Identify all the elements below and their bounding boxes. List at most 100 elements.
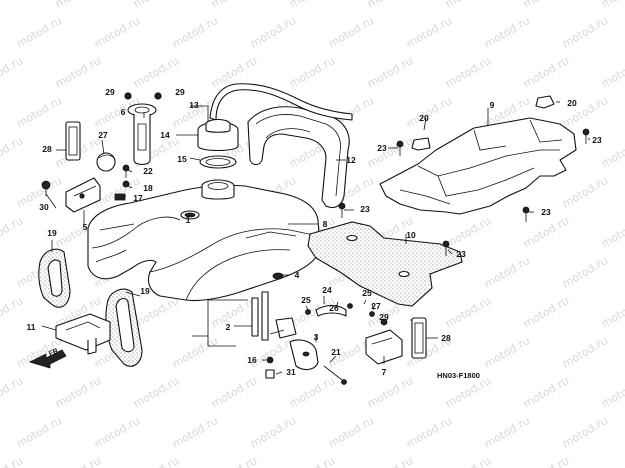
callout-10: 10 xyxy=(406,230,416,240)
watermark-text: motod.ru xyxy=(521,54,571,90)
callout-4: 4 xyxy=(295,270,300,280)
callout-20-top: 20 xyxy=(567,98,577,108)
watermark-text: motod.ru xyxy=(248,14,298,50)
callout-14: 14 xyxy=(160,130,170,140)
insulator-sheet-10 xyxy=(307,221,463,307)
bolts-cluster xyxy=(114,164,130,201)
watermark-text: motod.ru xyxy=(404,414,454,450)
watermark-text: motod.ru xyxy=(521,0,571,11)
bolt-23-b xyxy=(582,128,590,144)
watermark-text: motod.ru xyxy=(521,374,571,410)
watermark-text: motod.ru xyxy=(131,54,181,90)
diagram-code: HN03-F1800 xyxy=(437,371,480,380)
bolt-31 xyxy=(265,356,275,379)
watermark-text: motod.ru xyxy=(287,454,337,468)
watermark-text: motod.ru xyxy=(131,0,181,11)
fuel-hose-24 xyxy=(305,303,353,317)
watermark-text: motod.ru xyxy=(326,14,376,50)
cushion-28-left xyxy=(65,121,81,161)
callout-29-a: 29 xyxy=(105,87,115,97)
watermark-text: motod.ru xyxy=(0,294,25,330)
callout-25-right: 25 xyxy=(362,288,372,298)
watermark-text: motod.ru xyxy=(560,334,610,370)
callout-30: 30 xyxy=(39,202,49,212)
cap-nut-20-mid xyxy=(411,137,431,151)
front-direction-arrow xyxy=(28,349,67,369)
callout-11: 11 xyxy=(27,322,36,332)
callout-25-left: 25 xyxy=(301,295,311,305)
watermark-text: motod.ru xyxy=(560,254,610,290)
watermark-text: motod.ru xyxy=(14,14,64,50)
watermark-text: motod.ru xyxy=(482,414,532,450)
watermark-text: motod.ru xyxy=(599,0,625,11)
watermark-text: motod.ru xyxy=(404,94,454,130)
watermark-text: motod.ru xyxy=(560,414,610,450)
fuel-gauge-unit xyxy=(124,92,162,166)
watermark-text: motod.ru xyxy=(53,54,103,90)
watermark-text: motod.ru xyxy=(365,374,415,410)
watermark-text: motod.ru xyxy=(248,334,298,370)
watermark-text: motod.ru xyxy=(443,454,493,468)
heat-guard-19-right xyxy=(105,288,143,367)
watermark-text: motod.ru xyxy=(404,14,454,50)
watermark-text: motod.ru xyxy=(131,454,181,468)
watermark-text: motod.ru xyxy=(0,0,25,11)
callout-labels: 1 2 3 4 5 6 7 8 9 10 11 12 13 14 15 16 1… xyxy=(27,87,602,377)
watermark-text: motod.ru xyxy=(443,54,493,90)
callout-3: 3 xyxy=(314,332,319,342)
watermark-text: motod.ru xyxy=(0,134,25,170)
watermark-text: motod.ru xyxy=(365,0,415,11)
watermark-text: motod.ru xyxy=(521,454,571,468)
watermark-text: motod.ru xyxy=(599,374,625,410)
callout-28-left: 28 xyxy=(42,144,52,154)
watermark-text: motod.ru xyxy=(53,0,103,11)
callout-23-b: 23 xyxy=(592,135,602,145)
callout-15: 15 xyxy=(177,154,187,164)
watermark-text: motod.ru xyxy=(287,374,337,410)
callout-6: 6 xyxy=(121,107,126,117)
watermark-text: motod.ru xyxy=(53,374,103,410)
watermark-text: motod.ru xyxy=(170,14,220,50)
bolt-23-c xyxy=(338,202,346,218)
watermark-text: motod.ru xyxy=(92,414,142,450)
watermark-text: motod.ru xyxy=(521,294,571,330)
watermark-text: motod.ru xyxy=(209,0,259,11)
callout-27-left: 27 xyxy=(98,130,108,140)
watermark-text: motod.ru xyxy=(599,134,625,170)
watermark-text: motod.ru xyxy=(521,214,571,250)
watermark-text: motod.ru xyxy=(14,94,64,130)
watermark-text: motod.ru xyxy=(170,414,220,450)
callout-19-left: 19 xyxy=(47,228,57,238)
watermark-text: motod.ru xyxy=(599,454,625,468)
callout-28-right: 28 xyxy=(441,333,451,343)
watermark-text: motod.ru xyxy=(209,454,259,468)
callout-1: 1 xyxy=(186,215,191,225)
cushion-28-right xyxy=(411,317,427,359)
callout-23-d: 23 xyxy=(541,207,551,217)
bolt-23-a xyxy=(396,140,404,156)
breather-hose xyxy=(209,83,353,121)
watermark-text: motod.ru xyxy=(482,14,532,50)
watermark-text: motod.ru xyxy=(287,54,337,90)
bracket-7 xyxy=(365,311,403,365)
callout-23-e: 23 xyxy=(456,249,466,259)
bolt-23-e xyxy=(442,240,450,256)
callout-31: 31 xyxy=(286,367,296,377)
watermark-text: motod.ru xyxy=(599,54,625,90)
watermark-text: motod.ru xyxy=(131,294,181,330)
watermark-text: motod.ru xyxy=(0,454,25,468)
leader-lines xyxy=(41,101,591,375)
watermark-text: motod.ru xyxy=(365,134,415,170)
callout-2: 2 xyxy=(226,322,231,332)
fuel-tank xyxy=(87,179,321,302)
callout-5: 5 xyxy=(83,222,88,232)
watermark-text: motod.ru xyxy=(92,14,142,50)
heat-guard-19-left xyxy=(38,248,71,308)
direction-label: FR. xyxy=(48,347,61,358)
callout-24: 24 xyxy=(322,285,332,295)
callout-20-mid: 20 xyxy=(419,113,429,123)
callout-27-right: 27 xyxy=(371,301,381,311)
callout-26: 26 xyxy=(329,303,339,313)
watermark-text: motod.ru xyxy=(482,254,532,290)
